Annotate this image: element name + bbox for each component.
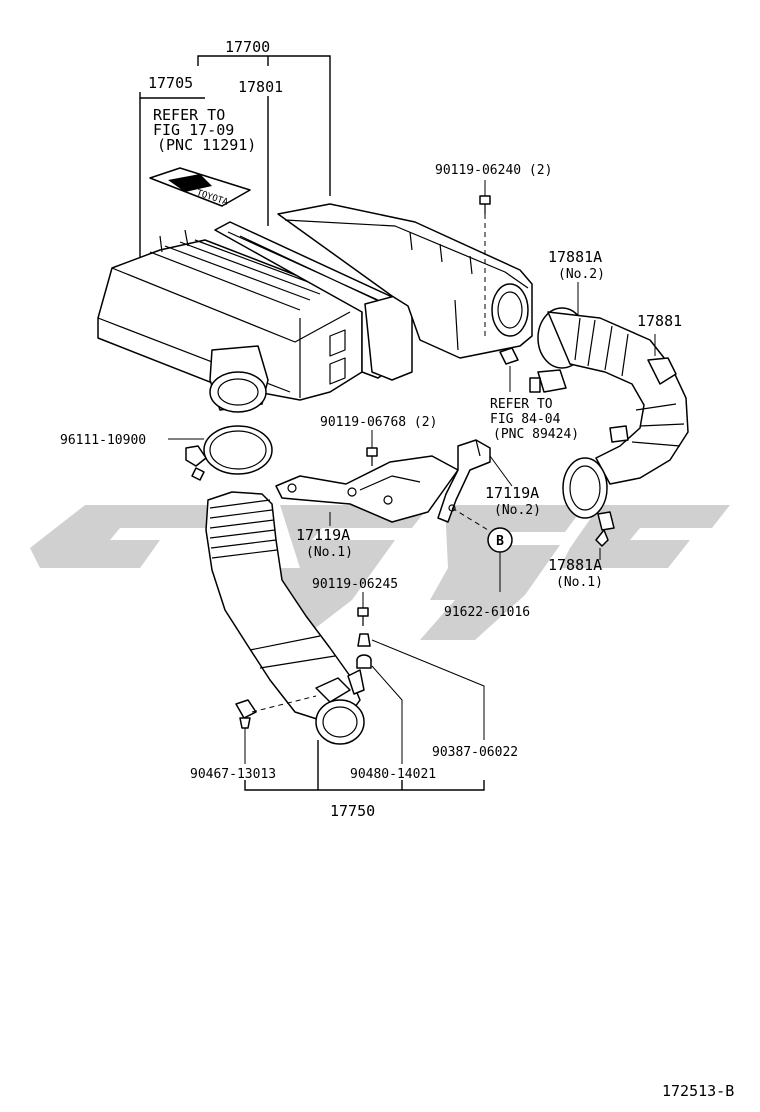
label-17881a-no1-sub: (No.1): [556, 575, 603, 590]
hose-clamp-no2: [529, 369, 567, 393]
label-refer-2-pnc: (PNC 89424): [493, 427, 579, 442]
collar-90387: [357, 633, 371, 647]
case-outlet: [209, 345, 269, 413]
label-refer-2: REFER TO: [490, 397, 553, 412]
intake-duct-17750: [205, 491, 365, 745]
label-17801: 17801: [238, 78, 283, 96]
label-90119-06245: 90119-06245: [312, 577, 398, 592]
svg-text:B: B: [496, 534, 504, 549]
label-90119-06768: 90119-06768 (2): [320, 415, 437, 430]
watermark-logo: [30, 505, 730, 640]
label-17881a-no1: 17881A: [548, 556, 602, 574]
label-17750: 17750: [330, 802, 375, 820]
hose-clamp-96111: [185, 425, 273, 481]
label-refer-1: REFER TO: [153, 106, 225, 124]
label-90467-13013: 90467-13013: [190, 767, 276, 782]
label-17881: 17881: [637, 312, 682, 330]
label-17119a-no2-sub: (No.2): [494, 503, 541, 518]
label-91622-61016: 91622-61016: [444, 605, 530, 620]
label-17119a-no1: 17119A: [296, 526, 350, 544]
label-90119-06240: 90119-06240 (2): [435, 163, 552, 178]
label-17705: 17705: [148, 74, 193, 92]
label-17119a-no2: 17119A: [485, 484, 539, 502]
bracket-no2: [437, 439, 491, 523]
label-refer-2-fig: FIG 84-04: [490, 412, 561, 427]
figure-id: 172513-B: [662, 1082, 734, 1100]
air-cleaner-cap: [277, 203, 533, 359]
grommet-90480: [356, 654, 372, 669]
label-17881a-no2-sub: (No.2): [558, 267, 605, 282]
leader-lines: [139, 55, 656, 791]
sensor-connector: [499, 347, 519, 365]
label-96111-10900: 96111-10900: [60, 433, 146, 448]
clip-90467: [235, 699, 257, 729]
air-hose-17881: [537, 307, 689, 485]
label-17881a-no2: 17881A: [548, 248, 602, 266]
label-90387-06022: 90387-06022: [432, 745, 518, 760]
label-refer-1-fig: FIG 17-09: [153, 121, 234, 139]
hose-clamp-no1: [562, 457, 615, 547]
label-refer-1-pnc: (PNC 11291): [157, 136, 256, 154]
label-17119a-no1-sub: (No.1): [306, 545, 353, 560]
callout-b: B: [487, 527, 513, 553]
bracket-no1: [275, 455, 459, 523]
label-17700: 17700: [225, 38, 270, 56]
bolt-90119-06768: [366, 447, 378, 466]
part-labels: 17700 17705 17801 REFER TO FIG 17-09 (PN…: [60, 38, 734, 1100]
air-cleaner-element: [214, 221, 413, 381]
bolt-90119-06245: [357, 607, 369, 626]
label-90480-14021: 90480-14021: [350, 767, 436, 782]
bolt-90119-06240: [479, 195, 491, 214]
label-plate: TOYOTA: [149, 167, 251, 208]
